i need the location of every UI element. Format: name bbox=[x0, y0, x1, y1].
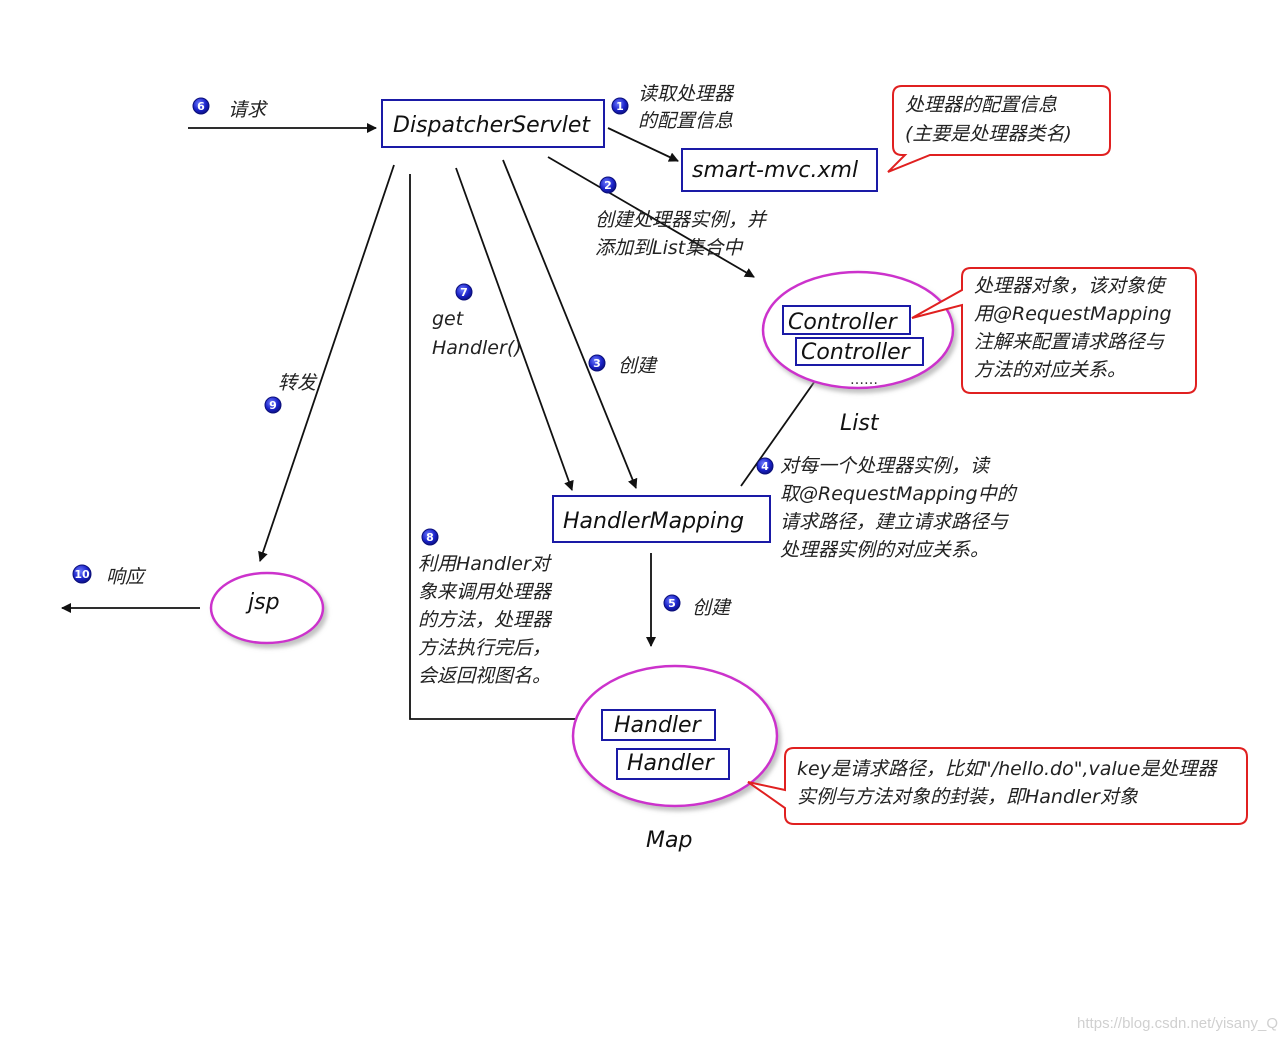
step-7-label-line-2: Handler() bbox=[432, 337, 522, 359]
step-badge-8: 8 bbox=[421, 528, 439, 546]
svg-text:4: 4 bbox=[761, 460, 769, 473]
step-7-label-line-1: get bbox=[432, 308, 465, 330]
controller-box-1 bbox=[782, 305, 911, 335]
step-1-label-line-1: 读取处理器 bbox=[638, 83, 735, 105]
svg-text:8: 8 bbox=[426, 531, 434, 544]
config-note-bubble bbox=[887, 85, 1111, 173]
step-10-label: 响应 bbox=[106, 566, 147, 588]
step-4-label-line-1: 对每一个处理器实例，读 bbox=[780, 455, 991, 477]
arrow-read-mapping bbox=[740, 370, 823, 487]
svg-text:7: 7 bbox=[460, 286, 468, 299]
svg-text:10: 10 bbox=[74, 568, 90, 581]
step-6-label: 请求 bbox=[228, 99, 269, 121]
controller-note-line-2: 用@RequestMapping bbox=[974, 303, 1172, 325]
dispatcher-servlet-box bbox=[381, 99, 605, 148]
handler-note-line-1: key是请求路径，比如"/hello.do",value是处理器 bbox=[797, 758, 1218, 780]
step-badge-10: 10 bbox=[72, 564, 92, 584]
controller-note-line-4: 方法的对应关系。 bbox=[974, 359, 1126, 381]
step-8-label-line-3: 的方法，处理器 bbox=[418, 609, 553, 631]
svg-text:6: 6 bbox=[197, 100, 205, 113]
step-8-label-line-5: 会返回视图名。 bbox=[418, 665, 551, 687]
svg-text:2: 2 bbox=[604, 179, 612, 192]
step-badge-6: 6 bbox=[192, 97, 210, 115]
handler-label-2: Handler bbox=[627, 751, 716, 776]
handler-box-2 bbox=[616, 748, 730, 780]
step-badge-3: 3 bbox=[588, 354, 606, 372]
callout-notes: 处理器的配置信息 (主要是处理器类名) 处理器对象，该对象使 用@Request… bbox=[747, 85, 1248, 825]
config-note-line-1: 处理器的配置信息 bbox=[905, 94, 1057, 116]
step-9-label: 转发 bbox=[278, 372, 318, 394]
controller-label-1: Controller bbox=[788, 310, 899, 335]
step-labels: 读取处理器 的配置信息 创建处理器实例，并 添加到List集合中 创建 对每一个… bbox=[106, 83, 1018, 687]
step-4-label-line-3: 请求路径，建立请求路径与 bbox=[780, 511, 1009, 533]
handler-note-line-2: 实例与方法对象的封装，即Handler对象 bbox=[797, 786, 1139, 808]
controller-note-bubble bbox=[911, 267, 1197, 394]
step-badge-1: 1 bbox=[611, 97, 629, 115]
step-8-label-line-4: 方法执行完后， bbox=[418, 637, 551, 659]
step-badge-2: 2 bbox=[599, 176, 617, 194]
handler-note-bubble bbox=[747, 747, 1248, 825]
step-badge-4: 4 bbox=[756, 457, 774, 475]
arrow-invoke-handler bbox=[409, 174, 595, 724]
dispatcher-servlet-label: DispatcherServlet bbox=[393, 113, 591, 138]
svg-text:5: 5 bbox=[668, 597, 676, 610]
svg-text:9: 9 bbox=[269, 399, 277, 412]
step-4-label-line-2: 取@RequestMapping中的 bbox=[780, 483, 1018, 505]
arrow-create-handlermapping bbox=[502, 159, 638, 489]
step-4-label-line-4: 处理器实例的对应关系。 bbox=[780, 539, 989, 561]
controller-note-line-3: 注解来配置请求路径与 bbox=[974, 331, 1165, 353]
controller-note-line-1: 处理器对象，该对象使 bbox=[974, 275, 1167, 297]
smart-mvc-xml-box bbox=[681, 148, 878, 192]
list-caption: List bbox=[840, 411, 880, 436]
handler-label-1: Handler bbox=[614, 713, 703, 738]
handler-mapping-box bbox=[552, 495, 771, 543]
step-badge-5: 5 bbox=[663, 594, 681, 612]
arrows bbox=[61, 123, 823, 724]
watermark: https://blog.csdn.net/yisany_Q bbox=[1077, 1015, 1278, 1032]
controller-label-2: Controller bbox=[801, 340, 912, 365]
step-8-label-line-2: 象来调用处理器 bbox=[418, 581, 553, 603]
step-2-label-line-1: 创建处理器实例，并 bbox=[595, 209, 768, 231]
step-2-label-line-2: 添加到List集合中 bbox=[595, 237, 744, 259]
jsp-label: jsp bbox=[245, 590, 280, 615]
step-badge-7: 7 bbox=[455, 283, 473, 301]
arrow-get-handler bbox=[455, 167, 574, 491]
controller-box-2 bbox=[795, 337, 924, 366]
arrow-create-controllers bbox=[547, 156, 755, 278]
handler-mapping-label: HandlerMapping bbox=[563, 509, 744, 534]
arrow-forward bbox=[258, 164, 395, 562]
step-8-label-line-1: 利用Handler对 bbox=[418, 553, 553, 575]
config-note-line-2: (主要是处理器类名) bbox=[905, 123, 1072, 145]
step-1-label-line-2: 的配置信息 bbox=[638, 110, 733, 132]
svg-text:3: 3 bbox=[593, 357, 601, 370]
svg-text:1: 1 bbox=[616, 100, 624, 113]
arrow-read-config bbox=[607, 127, 679, 162]
controller-ellipsis: …… bbox=[850, 372, 878, 388]
step-badge-9: 9 bbox=[264, 396, 282, 414]
map-caption: Map bbox=[646, 828, 692, 853]
smart-mvc-xml-label: smart-mvc.xml bbox=[692, 158, 858, 183]
step-3-label: 创建 bbox=[618, 355, 658, 377]
step-badges: 1 2 3 4 5 6 7 8 9 10 bbox=[72, 97, 774, 612]
jsp-ellipse bbox=[209, 571, 325, 645]
step-5-label: 创建 bbox=[692, 597, 732, 619]
handler-box-1 bbox=[601, 709, 716, 741]
component-boxes: DispatcherServlet smart-mvc.xml Controll… bbox=[245, 99, 924, 780]
